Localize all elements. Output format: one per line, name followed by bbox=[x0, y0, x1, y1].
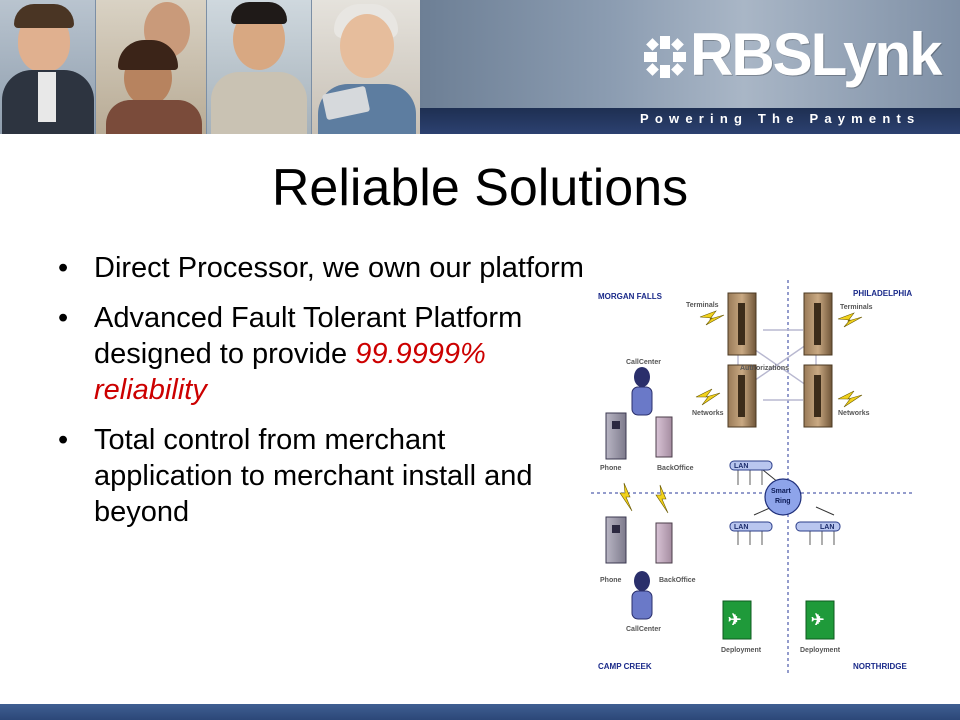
deployment-label: Deployment bbox=[721, 647, 762, 654]
bullet-icon: • bbox=[58, 302, 69, 334]
bullet-text: Direct Processor, we own our platform bbox=[94, 252, 584, 284]
location-camp-creek: CAMP CREEK bbox=[598, 662, 652, 671]
brand-name: RBSLynk bbox=[690, 21, 942, 88]
lan-network bbox=[737, 469, 835, 545]
tagline: Powering The Payments bbox=[640, 111, 921, 126]
phone-server-icon bbox=[605, 412, 627, 460]
reliability-highlight: 99.9999% reliability bbox=[94, 338, 486, 406]
svg-text:✈: ✈ bbox=[811, 612, 824, 629]
bullet-list: • Direct Processor, we own our platform … bbox=[58, 250, 588, 544]
callcenter-person-icon bbox=[631, 571, 653, 620]
deployment-label: Deployment bbox=[800, 647, 841, 654]
phone-label: Phone bbox=[600, 577, 621, 584]
lan-label: LAN bbox=[820, 524, 834, 531]
photo-couple bbox=[96, 0, 206, 134]
header-banner: RBSLynk Powering The Payments bbox=[0, 0, 960, 134]
location-morgan-falls: MORGAN FALLS bbox=[598, 292, 663, 301]
backoffice-label: BackOffice bbox=[659, 577, 696, 584]
phone-server-icon bbox=[605, 516, 627, 564]
smart-ring-label: Ring bbox=[775, 498, 791, 505]
terminals-label: Terminals bbox=[686, 302, 719, 309]
server-icon bbox=[803, 364, 833, 428]
deployment-airport-icon: ✈ bbox=[805, 600, 835, 640]
svg-text:✈: ✈ bbox=[728, 612, 741, 629]
callcenter-person-icon bbox=[631, 367, 653, 416]
location-northridge: NORTHRIDGE bbox=[853, 662, 907, 671]
network-diagram: MORGAN FALLS PHILADELPHIA CAMP CREEK NOR… bbox=[588, 275, 918, 680]
bullet-item: • Advanced Fault Tolerant Platform desig… bbox=[58, 300, 588, 408]
rbs-logo-icon bbox=[644, 36, 686, 78]
photo-woman-card bbox=[312, 0, 420, 134]
lan-bar bbox=[729, 521, 773, 532]
lan-label: LAN bbox=[734, 463, 748, 470]
bullet-item: • Total control from merchant applicatio… bbox=[58, 422, 588, 530]
backoffice-label: BackOffice bbox=[657, 465, 694, 472]
networks-label: Networks bbox=[692, 410, 724, 417]
deployment-airport-icon: ✈ bbox=[722, 600, 752, 640]
bullet-text: Advanced Fault Tolerant Platform designe… bbox=[94, 302, 523, 370]
footer-bar bbox=[0, 704, 960, 720]
backoffice-server-icon bbox=[655, 522, 673, 564]
lan-bar bbox=[729, 460, 773, 471]
bullet-icon: • bbox=[58, 252, 69, 284]
backoffice-server-icon bbox=[655, 416, 673, 458]
photo-businessman bbox=[0, 0, 95, 134]
terminals-label: Terminals bbox=[840, 304, 873, 311]
slide-title: Reliable Solutions bbox=[271, 159, 689, 217]
location-philadelphia: PHILADELPHIA bbox=[853, 289, 912, 298]
phone-label: Phone bbox=[600, 465, 621, 472]
server-icon bbox=[727, 364, 757, 428]
callcenter-label: CallCenter bbox=[626, 626, 661, 633]
server-icon bbox=[727, 292, 757, 356]
smart-ring-label: Smart bbox=[771, 488, 792, 495]
networks-label: Networks bbox=[838, 410, 870, 417]
bullet-item: • Direct Processor, we own our platform bbox=[58, 250, 588, 286]
photo-man-phone bbox=[207, 0, 311, 134]
server-icon bbox=[803, 292, 833, 356]
authorizations-label: Authorizations bbox=[740, 365, 789, 372]
lightning-icons bbox=[619, 310, 863, 514]
bullet-icon: • bbox=[58, 424, 69, 456]
lan-label: LAN bbox=[734, 524, 748, 531]
tagline-strip bbox=[420, 108, 960, 134]
bullet-text: Total control from merchant application … bbox=[94, 424, 533, 528]
callcenter-label: CallCenter bbox=[626, 359, 661, 366]
network-diagram-svg: MORGAN FALLS PHILADELPHIA CAMP CREEK NOR… bbox=[591, 280, 913, 675]
smart-ring-icon bbox=[764, 478, 802, 516]
lan-bar bbox=[795, 521, 841, 532]
